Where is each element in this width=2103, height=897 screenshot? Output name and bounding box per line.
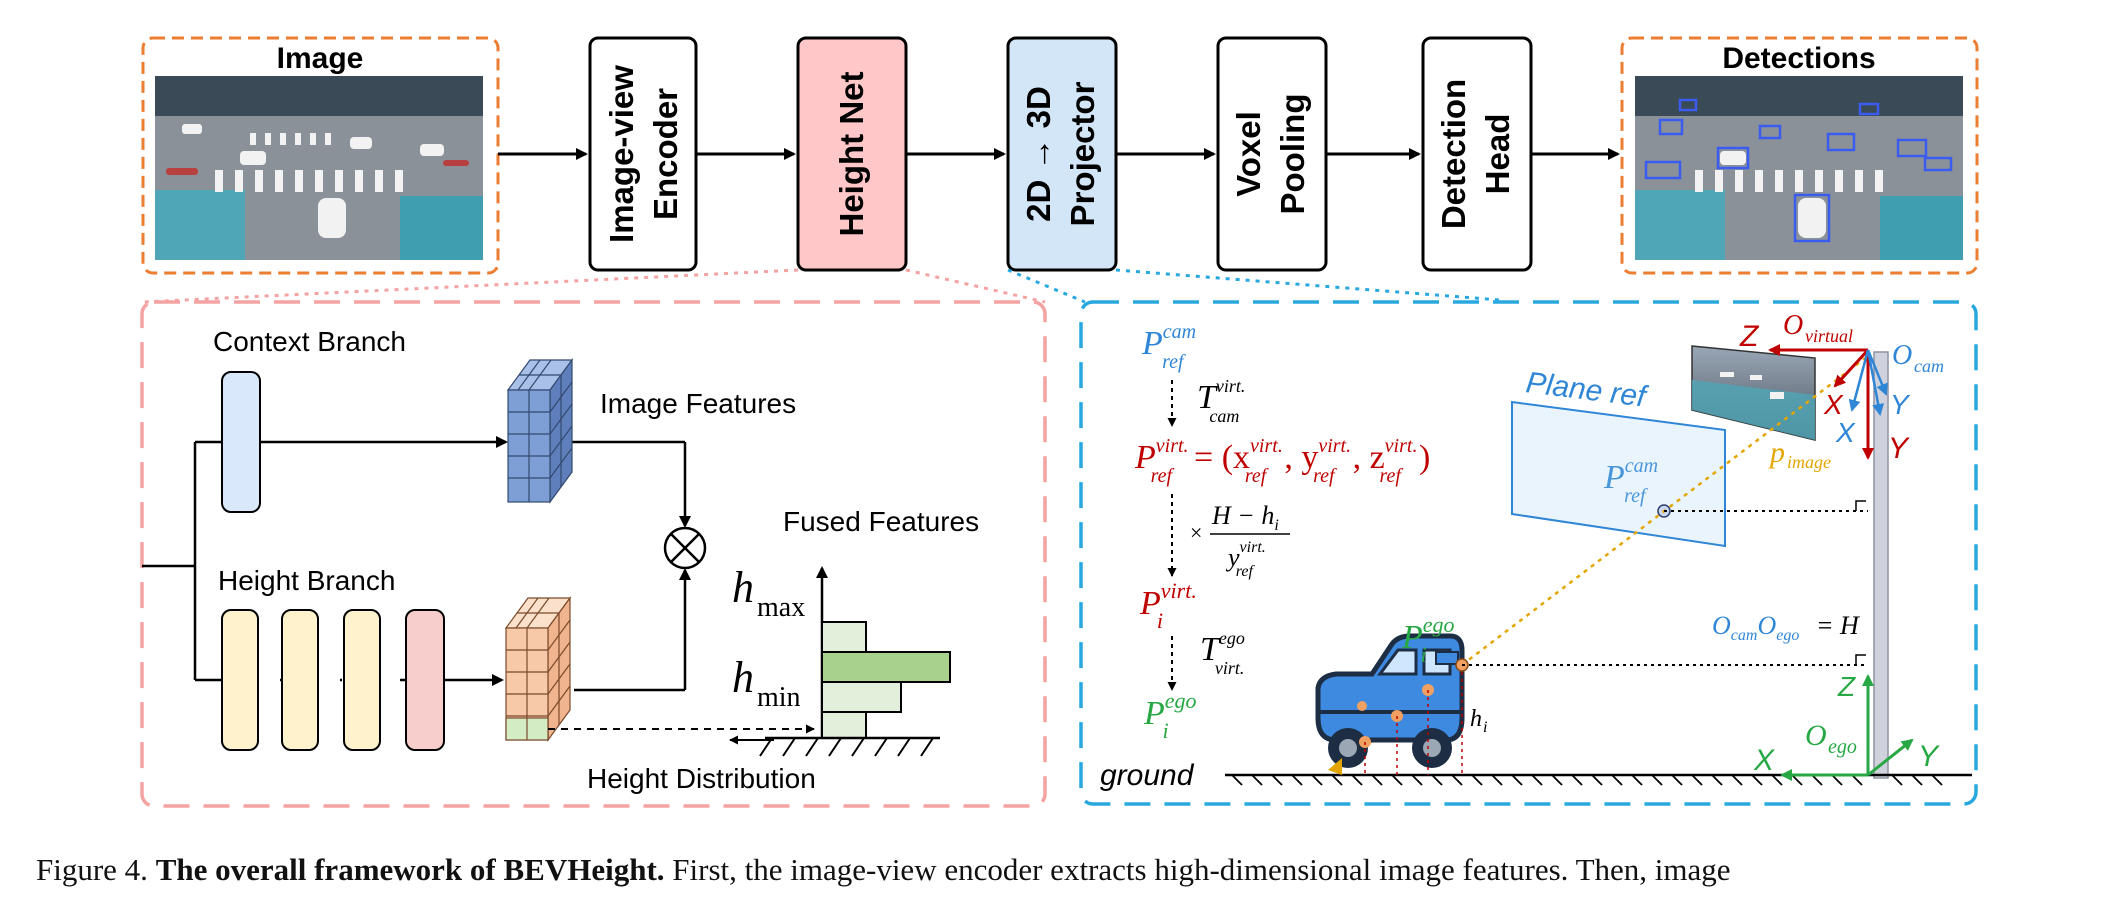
h-i-subscript: i [1483,719,1487,736]
o-ego-symbol: O [1805,719,1827,752]
h-min-subscript: min [757,682,801,713]
o-cam-subscript: cam [1914,356,1944,376]
axis-y-virtual: Y [1888,432,1910,465]
height-branch-block-3 [343,609,381,751]
ego-frame-axes [1780,674,1914,781]
caption-bold: The overall framework of BEVHeight. [155,852,665,887]
heightnet-detail-panel [140,300,1047,808]
branch-connectors [142,436,691,692]
projector-label-line2: Projector [1064,81,1101,226]
projector-label-line1: 2D → 3D [1020,86,1057,222]
axis-z-ego: Z [1837,671,1856,702]
hist-bar-2 [821,651,951,683]
height-features-cube [504,596,572,742]
p-i-virt: Pvirt.i [1139,578,1197,633]
detections-label: Detections [1722,42,1875,75]
ocam-oego-rhs: = H [1816,611,1860,640]
car-height-guides [1364,665,1463,775]
voxel-label-line1: Voxel [1230,111,1267,197]
camera-frame-axes [1848,349,1888,416]
hist-bar-4 [821,711,867,739]
heightnet-zoom-line-left [142,268,799,304]
axis-y-cam: Y [1890,389,1911,420]
svg-text:yvirt.ref: yvirt.ref [1225,539,1266,580]
axis-x-cam: X [1835,417,1856,448]
projector-detail-panel [1079,300,1978,806]
figure-caption: Figure 4. The overall framework of BEVHe… [36,852,2076,888]
hist-bar-1 [821,621,867,653]
p-ref-virt: Pvirt.ref= (xvirt.ref, yvirt.ref, zvirt.… [1134,435,1430,487]
context-branch-block [221,371,261,513]
o-ego-subscript: ego [1828,736,1857,758]
height-branch-block-2 [281,609,319,751]
head-label-line2: Head [1479,114,1516,195]
p-image-subscript: image [1787,452,1831,472]
heightnet-zoom-line-right [905,268,1046,304]
car-icon [1315,633,1465,775]
fusion-product-icon [663,526,707,570]
ground-label: ground [1100,759,1195,792]
svg-text:H − hi: H − hi [1211,501,1279,534]
t-cam-virt: Tvirt.cam [1197,376,1245,426]
height-branch-block-1 [221,609,259,751]
voxel-label-line2: Pooling [1274,94,1311,215]
height-branch-block-4 [405,609,445,751]
h-i-symbol: h [1470,706,1482,732]
head-label-line1: Detection [1435,79,1472,229]
axis-z-virtual: Z [1739,320,1760,353]
hist-bar-3 [821,681,902,713]
h-min-symbol: h [732,653,754,702]
height-net-label: Height Net [833,71,870,236]
height-distribution-label: Height Distribution [587,763,816,794]
projector-zoom-line-left [1007,268,1086,304]
height-histogram [548,566,951,757]
svg-text:×: × [1190,520,1202,545]
input-traffic-image [155,76,483,260]
axis-x-ego: X [1753,744,1775,777]
camera-image-patch [1691,345,1816,441]
o-virtual-subscript: virtual [1805,326,1853,346]
encoder-label-line2: Encoder [647,88,684,220]
h-max-subscript: max [757,592,805,623]
caption-rest: First, the image-view encoder extracts h… [672,852,1731,887]
virtual-frame-axes [1768,344,1874,460]
p-image-symbol: p [1768,436,1785,469]
caption-prefix: Figure 4. [36,852,148,887]
detections-box [1620,36,1979,275]
camera-pole [1873,351,1889,779]
fused-features-label: Fused Features [783,506,979,537]
height-branch-label: Height Branch [218,565,395,596]
axis-x-virtual: X [1823,389,1844,420]
h-max-symbol: h [732,563,754,612]
image-label: Image [277,42,364,75]
o-virtual-symbol: O [1783,310,1803,341]
output-detections-image [1635,76,1963,260]
image-features-cube [506,358,574,504]
o-cam-symbol: O [1892,340,1912,371]
projector-zoom-line-right [1115,268,1501,302]
ocam-oego-lhs: OcamOego [1712,611,1799,644]
encoder-label-line1: Image-view [603,65,640,243]
context-branch-label: Context Branch [213,326,406,357]
image-features-label: Image Features [600,388,796,419]
axis-y-ego: Y [1918,740,1940,773]
